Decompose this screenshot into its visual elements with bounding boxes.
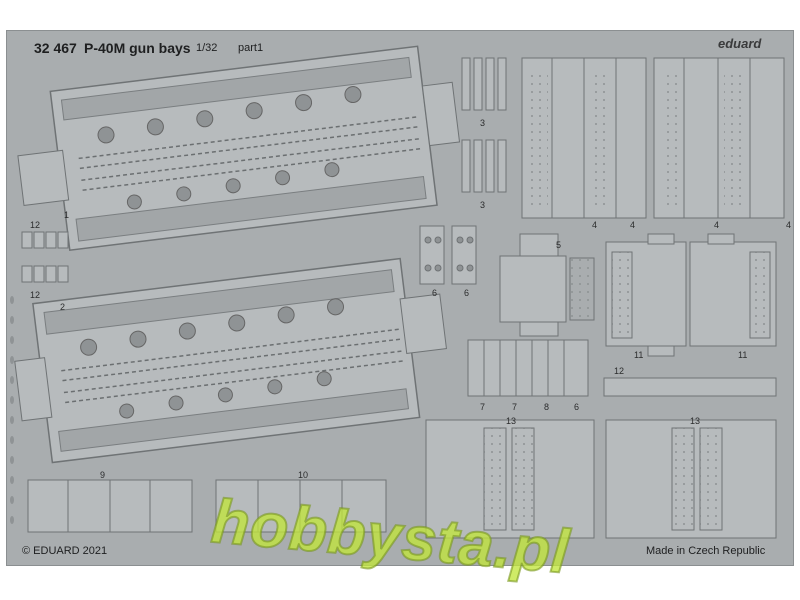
set-code: 32 467 [34,40,77,56]
panel-part-10 [215,479,387,533]
part-number: 6 [574,402,580,412]
part-number: 6 [464,288,470,298]
box-part-5 [499,233,595,337]
boxes-part-11 [605,233,777,357]
set-scale: 1/32 [196,42,218,54]
part-number: 4 [592,220,598,230]
part-number: 6 [432,288,438,298]
part-number: 2 [60,302,66,312]
small-brackets-left [21,231,69,283]
part-number: 12 [30,220,41,230]
panels-part-4 [521,57,785,219]
set-part: part1 [238,42,264,54]
part-number: 4 [786,220,792,230]
part-number: 4 [630,220,636,230]
part-number: 11 [738,350,748,360]
part-number: 10 [298,470,309,480]
edge-tabs [10,296,14,524]
part-number: 8 [544,402,550,412]
plates-part-6 [419,225,477,285]
copyright: © EDUARD 2021 [22,545,108,557]
part-number: 12 [614,366,625,376]
part-number: 3 [480,118,486,128]
wing-panel-lower [14,257,448,464]
panel-part-9 [27,479,193,533]
part-number: 7 [512,402,518,412]
part-number: 5 [556,240,562,250]
part-number: 4 [714,220,720,230]
chain-part-12 [603,377,777,397]
part-number: 7 [480,402,486,412]
part-number: 9 [100,470,106,480]
set-name: P-40M gun bays [84,40,191,56]
boxes-part-13 [425,419,777,539]
part-number: 1 [64,210,70,220]
part-number: 3 [480,200,486,210]
part-number: 13 [690,416,701,426]
strips-part-3 [461,57,507,193]
part-number: 13 [506,416,517,426]
strips-part-7-8 [467,339,589,397]
part-number: 12 [30,290,41,300]
brand-logo: eduard [718,36,762,51]
part-number: 11 [634,350,644,360]
wing-panel-upper [17,45,461,252]
origin-text: Made in Czech Republic [646,545,766,557]
